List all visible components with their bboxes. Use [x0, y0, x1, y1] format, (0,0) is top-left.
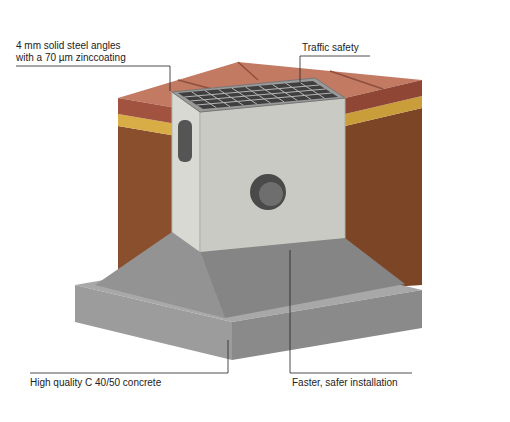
outlet-hole: [259, 182, 283, 206]
grating-bars: [184, 82, 332, 108]
steel-frame: [172, 78, 345, 112]
callout-label: 4 mm solid steel angles with a 70 µm zin…: [16, 40, 134, 64]
outlet-hole: [250, 174, 286, 210]
paver-joint: [330, 71, 383, 89]
callout-label: Traffic safety: [302, 42, 359, 54]
base-side: [232, 290, 422, 360]
callout-label: High quality C 40/50 concrete: [30, 377, 161, 389]
base-front: [75, 285, 232, 360]
paver-joint: [238, 62, 258, 80]
callout-label: Faster, safer installation: [292, 377, 398, 389]
paver-edge: [345, 80, 422, 114]
leader-line: [16, 56, 412, 373]
side-opening: [178, 120, 192, 162]
grating: [178, 81, 338, 109]
